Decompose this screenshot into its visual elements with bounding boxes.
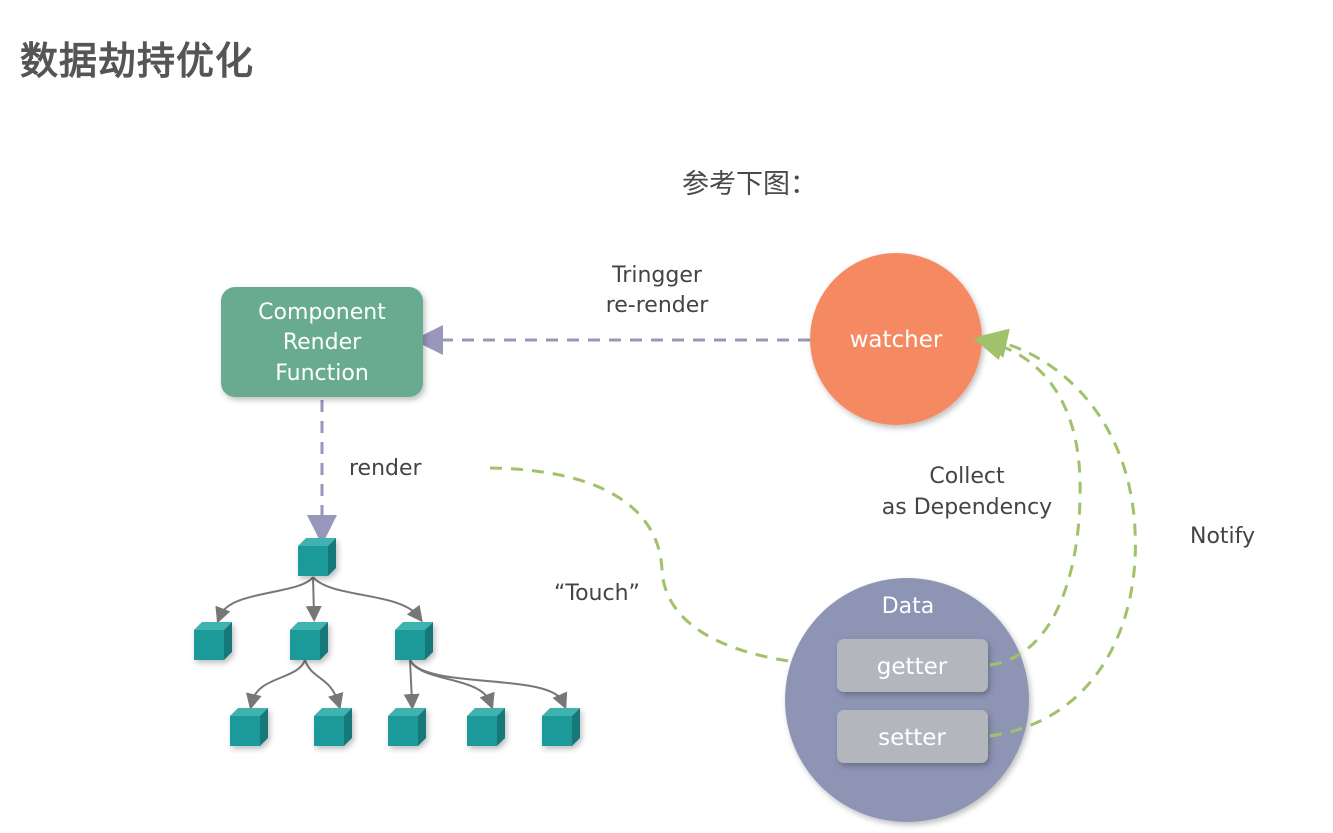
tree-edge [215, 576, 314, 624]
vdom-tree [194, 538, 580, 746]
page-title: 数据劫持优化 [20, 39, 255, 83]
notify-label: Notify [1190, 524, 1255, 549]
render-label: render [349, 456, 423, 481]
collect-label-line2: as Dependency [882, 495, 1052, 520]
watcher-label: watcher [850, 327, 943, 353]
vdom-node [395, 622, 433, 660]
vdom-leaf-node [314, 708, 352, 746]
collect-label-line1: Collect [929, 464, 1005, 489]
setter-box [837, 710, 988, 763]
tree-edge [305, 576, 322, 622]
tree-edge [409, 659, 568, 710]
vdom-node [194, 622, 232, 660]
setter-label: setter [878, 725, 946, 751]
notify-edge [977, 328, 1137, 738]
subtitle: 参考下图： [682, 169, 817, 200]
component-render-function-node: Component Render Function [221, 287, 423, 397]
getter-box [837, 639, 988, 692]
component-label-line2: Render [283, 330, 362, 355]
vdom-leaf-node [230, 708, 268, 746]
data-node: Data getter setter [785, 578, 1029, 822]
vdom-node [290, 622, 328, 660]
component-label-line3: Function [275, 361, 369, 386]
getter-label: getter [877, 654, 948, 680]
trigger-label-line1: Tringger [611, 263, 703, 288]
watcher-node: watcher [810, 253, 982, 425]
component-label-line1: Component [258, 300, 386, 325]
tree-edge [246, 659, 306, 710]
vdom-root-node [298, 538, 336, 576]
touch-label: “Touch” [554, 581, 640, 606]
vdom-leaf-node [542, 708, 580, 746]
touch-edge [489, 466, 847, 680]
data-label: Data [882, 594, 935, 619]
vdom-leaf-node [467, 708, 505, 746]
tree-edge [312, 576, 423, 623]
tree-edge [403, 659, 420, 710]
trigger-label-line2: re-render [606, 293, 710, 318]
tree-edge [304, 659, 344, 710]
vdom-leaf-node [388, 708, 426, 746]
